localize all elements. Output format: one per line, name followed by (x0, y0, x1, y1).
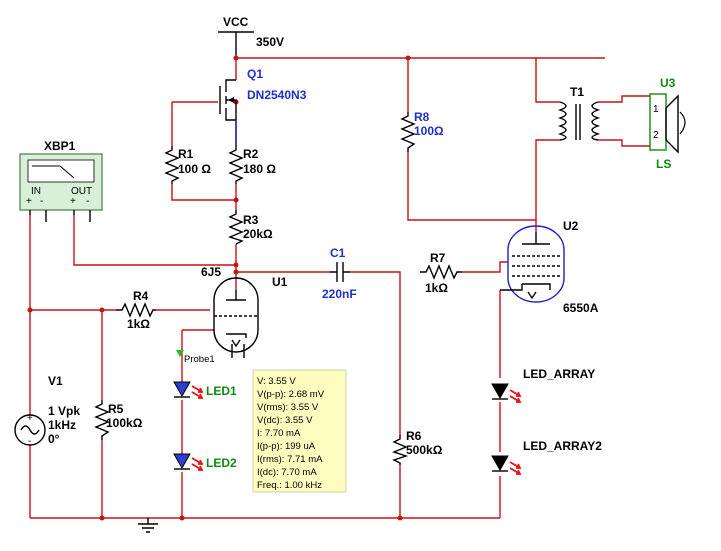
led1[interactable]: LED1 (173, 381, 237, 399)
probe-line: V(rms): 3.55 V (257, 402, 319, 413)
probe-line: V: 3.55 V (257, 376, 296, 387)
r8-value: 100Ω (414, 124, 444, 138)
r7-value: 1kΩ (425, 281, 448, 295)
led2-ref: LED2 (206, 456, 237, 470)
led-array[interactable]: LED_ARRAY (491, 367, 595, 403)
led-array2-ref: LED_ARRAY2 (523, 439, 602, 453)
q1-mosfet[interactable]: Q1 DN2540N3 (218, 67, 307, 144)
u1-part: 6J5 (201, 265, 221, 279)
t1-transformer[interactable]: T1 (557, 85, 601, 141)
xbp1-ref: XBP1 (44, 139, 76, 153)
ground-symbol (138, 518, 158, 533)
xbp1-in-plus: + (26, 196, 32, 207)
u3-pin1: 1 (653, 104, 659, 115)
probe-readout (252, 369, 347, 493)
probe-line: V(dc): 3.55 V (257, 415, 313, 426)
r6-resistor[interactable]: R6 500kΩ (392, 429, 443, 465)
u2-part: 6550A (563, 301, 599, 315)
r8-resistor[interactable]: R8 100Ω (400, 110, 444, 152)
u2-ref: U2 (563, 219, 579, 233)
r2-ref: R2 (243, 147, 259, 161)
c1-ref: C1 (330, 246, 346, 260)
r4-resistor[interactable]: R4 1kΩ (116, 289, 156, 331)
r1-ref: R1 (178, 147, 194, 161)
u3-part: LS (656, 157, 671, 171)
c1-value: 220nF (322, 287, 357, 301)
v1-amplitude: 1 Vpk (48, 404, 80, 418)
u2-tetrode[interactable]: U2 6550A (500, 219, 599, 315)
xbp1-out-label: OUT (71, 186, 92, 197)
r1-value: 100 Ω (178, 162, 211, 176)
r7-resistor[interactable]: R7 1kΩ (420, 251, 462, 295)
xbp1-in-label: IN (31, 186, 41, 197)
v1-source[interactable]: + - V1 1 Vpk 1kHz 0° (14, 374, 80, 447)
r5-ref: R5 (108, 402, 124, 416)
c1-capacitor[interactable]: C1 220nF (322, 246, 357, 301)
r6-ref: R6 (406, 429, 422, 443)
u3-pin2: 2 (653, 130, 659, 141)
r2-resistor[interactable]: R2 180 Ω (228, 144, 276, 184)
q1-ref: Q1 (247, 67, 263, 81)
led-array2[interactable]: LED_ARRAY2 (491, 439, 602, 475)
vcc-supply[interactable]: VCC 350V (218, 15, 284, 55)
v1-ref: V1 (48, 374, 63, 388)
v1-phase: 0° (48, 432, 60, 446)
q1-part: DN2540N3 (247, 88, 307, 102)
v1-minus: - (28, 436, 31, 447)
r3-value: 20kΩ (243, 227, 273, 241)
probe-line: I(dc): 7.70 mA (257, 467, 317, 478)
v1-plus: + (27, 413, 33, 424)
xbp1-out-plus: + (70, 196, 76, 207)
r8-ref: R8 (414, 110, 430, 124)
r2-value: 180 Ω (243, 162, 276, 176)
r3-resistor[interactable]: R3 20kΩ (228, 210, 273, 245)
v1-frequency: 1kHz (48, 418, 76, 432)
wires (29, 55, 650, 519)
u1-triode[interactable]: U1 6J5 (201, 265, 288, 353)
r5-value: 100kΩ (106, 416, 143, 430)
probe-line: I(rms): 7.71 mA (257, 454, 323, 465)
xbp1-in-minus: - (40, 196, 43, 207)
probe-line: Freq.: 1.00 kHz (257, 480, 322, 491)
r1-resistor[interactable]: R1 100 Ω (164, 146, 211, 184)
probe-line: I(p-p): 199 uA (257, 441, 316, 452)
led-array-ref: LED_ARRAY (523, 367, 595, 381)
vcc-value: 350V (256, 35, 284, 49)
probe1[interactable]: Probe1 V: 3.55 V V(p-p): 2.68 mV V(rms):… (176, 350, 347, 493)
xbp1-out-minus: - (86, 196, 89, 207)
led1-ref: LED1 (206, 384, 237, 398)
vcc-name: VCC (223, 15, 249, 29)
u3-ref: U3 (660, 76, 676, 90)
r5-resistor[interactable]: R5 100kΩ (94, 400, 143, 440)
junction-dots (27, 55, 411, 521)
led2[interactable]: LED2 (173, 453, 237, 471)
probe-line: V(p-p): 2.68 mV (257, 389, 325, 400)
probe-line: I: 7.70 mA (257, 428, 301, 439)
r3-ref: R3 (243, 213, 259, 227)
u3-speaker[interactable]: 1 2 U3 LS (649, 76, 686, 171)
r6-value: 500kΩ (406, 443, 443, 457)
r4-ref: R4 (133, 289, 149, 303)
probe-ref: Probe1 (184, 354, 215, 365)
r4-value: 1kΩ (127, 317, 150, 331)
u1-ref: U1 (272, 275, 288, 289)
t1-ref: T1 (570, 85, 584, 99)
xbp1-bode-plotter[interactable]: XBP1 IN OUT + - + - (19, 139, 103, 222)
r7-ref: R7 (430, 251, 446, 265)
